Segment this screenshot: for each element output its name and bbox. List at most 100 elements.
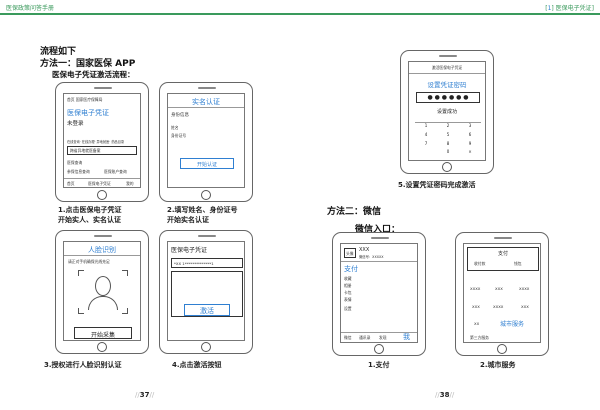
account-item[interactable]: 医保账户查询 xyxy=(104,169,127,174)
section-title: 流程如下 xyxy=(40,47,77,57)
tab-home[interactable]: 首页 xyxy=(67,181,75,186)
key[interactable]: 7 xyxy=(424,140,428,146)
activation-heading: 医保电子凭证激活流程： xyxy=(52,70,135,79)
caption-2a: 2.填写姓名、身份证号 xyxy=(167,206,238,214)
key[interactable]: 6 xyxy=(468,131,472,137)
set-password-title: 设置凭证密码 xyxy=(427,81,467,89)
tab-chats[interactable]: 微信 xyxy=(344,335,352,340)
pay-header: 支付 收付款 钱包 xyxy=(467,247,539,271)
insured-info-item[interactable]: 参保信息查询 xyxy=(67,169,90,174)
city-service[interactable]: 城市服务 xyxy=(500,321,525,328)
tab-mine[interactable]: 我的 xyxy=(126,181,134,186)
service-2[interactable]: XXX xyxy=(495,286,503,291)
service-5[interactable]: XXXX xyxy=(493,304,504,309)
avatar: 头像 xyxy=(344,248,356,258)
caption-3: 3.授权进行人脸识别认证 xyxy=(44,361,122,369)
method-one: 方法一：国家医保 APP xyxy=(40,59,136,69)
home-button xyxy=(442,162,452,172)
phone-activate: 医保电子凭证 *XX 1**************1 激活 xyxy=(159,230,253,354)
delete-key[interactable]: × xyxy=(468,149,472,155)
service-6[interactable]: XXX xyxy=(521,304,529,309)
service-7[interactable]: XX xyxy=(474,321,480,326)
wechat-entry: 微信入口： xyxy=(355,225,401,235)
face-tip: 请正对手机确保光线充足 xyxy=(68,259,110,264)
id-info-label: 身份信息 xyxy=(171,113,189,118)
caption-5: 5.设置凭证密码完成激活 xyxy=(398,181,476,189)
tab-contacts[interactable]: 通讯录 xyxy=(359,335,371,340)
method-two: 方法二：微信 xyxy=(327,207,382,217)
home-button xyxy=(497,344,507,354)
phone-screen: 首页 国家医疗保障局 医保电子凭证 未登录 在线查询· 在线办理· 异地就医· … xyxy=(63,93,141,188)
key[interactable]: 5 xyxy=(446,131,450,137)
settings-item[interactable]: 设置 xyxy=(344,306,352,311)
key[interactable]: 3 xyxy=(468,123,472,128)
third-party-service[interactable]: 第三方服务 xyxy=(470,335,489,340)
wallet[interactable]: 钱包 xyxy=(514,261,522,266)
home-button xyxy=(201,342,211,352)
phone-app-home: 首页 国家医疗保障局 医保电子凭证 未登录 在线查询· 在线办理· 异地就医· … xyxy=(55,82,149,202)
phone-screen: 支付 收付款 钱包 XXXX XXX XXXX XXX XXXX XXX XX … xyxy=(463,243,541,343)
service-1[interactable]: XXXX xyxy=(470,286,481,291)
pay-entry[interactable]: 支付 xyxy=(344,265,358,273)
favorites-item[interactable]: 收藏 xyxy=(344,276,352,281)
header-left: 医保政策问答手册 xyxy=(6,5,55,12)
caption-pay: 1.支付 xyxy=(368,361,390,369)
caption-1b: 开始实人、实名认证 xyxy=(58,216,121,224)
key[interactable]: 9 xyxy=(468,140,472,146)
phone-screen: 激活医保电子凭证 设置凭证密码 ● ● ● ● ● ● 设置成功 1 2 3 4… xyxy=(408,61,486,161)
phone-face-id: 人脸识别 请正对手机确保光线充足 开始采集 xyxy=(55,230,149,354)
phone-speaker xyxy=(94,87,112,89)
user-name: XXX xyxy=(359,247,370,253)
phone-screen: 人脸识别 请正对手机确保光线充足 开始采集 xyxy=(63,241,141,341)
wechat-id: 微信号：XXXXX xyxy=(359,255,384,259)
phone-wechat-me: 头像 XXX 微信号：XXXXX 支付 收藏 相册 卡包 表情 设置 微信 通讯… xyxy=(332,232,426,356)
caption-1a: 1.点击医保电子凭证 xyxy=(58,206,122,214)
home-button xyxy=(374,344,384,354)
tab-discover[interactable]: 发现 xyxy=(379,335,387,340)
id-field[interactable]: 身份证号 xyxy=(171,133,187,138)
stickers-item[interactable]: 表情 xyxy=(344,297,352,302)
key[interactable]: 8 xyxy=(446,140,450,146)
service-list: 在线查询· 在线办理· 异地就医· 药品目录 xyxy=(67,140,125,144)
start-verify-button[interactable]: 开始认证 xyxy=(180,158,234,169)
cards-item[interactable]: 卡包 xyxy=(344,290,352,295)
activate-button[interactable]: 激活 xyxy=(184,304,230,316)
caption-2b: 开始实名认证 xyxy=(167,216,209,224)
tab-me[interactable]: 我 xyxy=(403,333,410,341)
success-text: 设置成功 xyxy=(436,109,457,115)
receive-pay[interactable]: 收付款 xyxy=(474,261,486,266)
home-button xyxy=(97,342,107,352)
caption-city: 2.城市服务 xyxy=(480,361,516,369)
phone-wechat-pay: 支付 收付款 钱包 XXXX XXX XXXX XXX XXXX XXX XX … xyxy=(455,232,549,356)
home-button xyxy=(201,190,211,200)
face-frame xyxy=(78,270,128,314)
home-button xyxy=(97,190,107,200)
face-id-title: 人脸识别 xyxy=(88,246,116,254)
phone-screen: 实名认证 身份信息 姓名 身份证号 开始认证 xyxy=(167,93,245,188)
masked-id-box: *XX 1**************1 xyxy=(171,258,243,268)
real-name-title: 实名认证 xyxy=(192,98,220,106)
query-section: 医保查询 xyxy=(67,160,83,165)
phone-screen: 医保电子凭证 *XX 1**************1 激活 xyxy=(167,241,245,341)
cross-province-button[interactable]: 跨省异地就医备案 xyxy=(67,146,137,155)
start-capture-button[interactable]: 开始采集 xyxy=(74,327,132,339)
phone-set-password: 激活医保电子凭证 设置凭证密码 ● ● ● ● ● ● 设置成功 1 2 3 4… xyxy=(400,50,494,174)
password-dots[interactable]: ● ● ● ● ● ● xyxy=(416,92,480,103)
app-header: 首页 国家医疗保障局 xyxy=(67,97,103,102)
e-cert-title[interactable]: 医保电子凭证 xyxy=(67,109,109,117)
key[interactable]: 1 xyxy=(424,123,428,128)
key[interactable]: 0 xyxy=(446,149,450,155)
service-4[interactable]: XXX xyxy=(472,304,480,309)
album-item[interactable]: 相册 xyxy=(344,283,352,288)
key xyxy=(415,149,437,158)
page-number-left: //37// xyxy=(135,391,155,399)
header-rule xyxy=(0,13,600,15)
name-field[interactable]: 姓名 xyxy=(171,125,179,130)
caption-4: 4.点击激活按钮 xyxy=(172,361,222,369)
qr-area xyxy=(171,271,243,317)
key[interactable]: 2 xyxy=(446,123,450,128)
key[interactable]: 4 xyxy=(424,131,428,137)
page-number-right: //38// xyxy=(435,391,455,399)
tab-e-cert[interactable]: 医保电子凭证 xyxy=(88,181,111,186)
service-3[interactable]: XXXX xyxy=(519,286,530,291)
